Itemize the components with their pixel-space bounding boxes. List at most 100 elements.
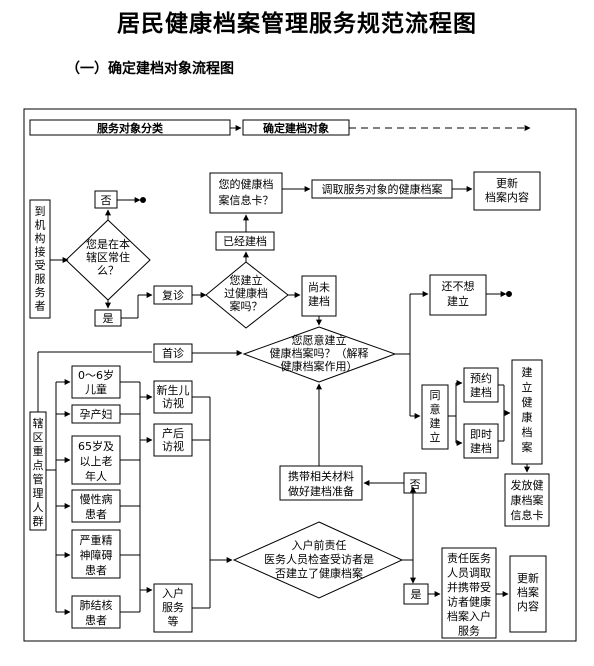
group-mental-label-line-1: 严重精	[80, 533, 113, 547]
group-chronic-label-line-1: 慢性病	[80, 492, 113, 506]
agree-box	[421, 384, 449, 450]
revisit-label: 复诊	[162, 288, 184, 302]
header-determine-label: 确定建档对象	[263, 121, 329, 135]
appoint-label-line-1: 预约	[470, 372, 492, 385]
visit-org-label-line-4: 接	[35, 246, 46, 259]
resident-question-label-line-3: 么？	[97, 264, 119, 277]
retrieve-record-label: 调取服务对象的健康档案	[322, 182, 443, 196]
appoint-label-line-2: 建档	[470, 385, 492, 399]
visit-org-box	[29, 199, 51, 319]
visit-org-label-line-7: 务	[35, 286, 46, 299]
group-pregnant-label: 孕产妇	[80, 407, 113, 421]
retrieve-home-label-line-6: 服务	[458, 625, 480, 638]
group-mental-label-line-3: 患者	[85, 564, 107, 577]
resident-question-label-line-2: 辖区常住	[86, 250, 130, 264]
page-title: 居民健康档案管理服务规范流程图	[117, 10, 477, 37]
willing-question-diamond	[242, 326, 397, 383]
key-group-label-line-7: 人	[33, 501, 44, 514]
postpartum-visit-label-line-1: 产后	[162, 426, 184, 440]
home-question-label-line-2: 医务人员检查受访者是	[264, 552, 374, 566]
key-group-label-line-8: 群	[33, 514, 44, 528]
resident-question-label-line-1: 您是在本	[86, 237, 130, 251]
postpartum-visit-label-line-2: 访视	[162, 439, 184, 453]
already-built-label: 已经建档	[223, 234, 267, 248]
prepare-box	[279, 465, 363, 501]
built-question-label-line-3: 案吗？	[230, 299, 263, 313]
group-chronic-label-line-2: 患者	[85, 508, 107, 521]
retrieve-home-label-line-4: 访者健康	[447, 595, 491, 609]
issue-card-label-line-1: 发放健	[511, 478, 544, 492]
issue-card-box	[504, 473, 550, 527]
home-service-label-line-2: 服务	[162, 601, 184, 614]
home-question-diamond	[232, 521, 404, 599]
group-elderly-label-line-3: 年人	[85, 469, 107, 483]
first-visit-label: 首诊	[162, 346, 184, 360]
key-group-label-line-5: 管	[33, 472, 44, 486]
visit-org-label-line-3: 构	[35, 231, 46, 245]
prepare-label-line-1: 携带相关材料	[288, 469, 354, 483]
retrieve-home-box	[441, 547, 497, 639]
home-question-label-line-3: 否建立了健康档案	[275, 566, 363, 580]
key-group-box	[29, 411, 47, 531]
establish-label-line-2: 立	[522, 380, 533, 394]
visit-org-label-line-1: 到	[35, 205, 46, 218]
already-built-box	[215, 231, 275, 251]
issue-card-label-line-2: 康档案	[511, 493, 544, 507]
key-group-label-line-1: 辖	[33, 416, 44, 430]
visit-org-label-line-2: 机	[35, 218, 46, 232]
group-elderly-label-line-1: 65岁及	[78, 439, 114, 453]
header-classify-label: 服务对象分类	[97, 121, 164, 135]
visit-org-label-line-8: 者	[35, 300, 46, 313]
still-no-box	[429, 274, 487, 316]
update-top-box	[473, 171, 541, 211]
establish-label-line-4: 康	[522, 410, 533, 424]
group-child-label-line-2: 儿童	[85, 382, 107, 396]
card-question-label-line-2: 案信息卡？	[219, 193, 274, 207]
yes-bottom-label: 是	[411, 588, 422, 601]
retrieve-home-label-line-1: 责任医务	[447, 552, 491, 565]
agree-label-line-1: 同	[430, 389, 441, 402]
yes-left-label: 是	[103, 312, 114, 325]
diagram-frame	[23, 108, 577, 642]
willing-question-label-line-3: 健康档案作用）	[281, 359, 358, 373]
willing-question-label-line-2: 健康档案吗？（解释	[270, 346, 369, 360]
retrieve-home-label-line-5: 档案入户	[447, 609, 491, 623]
home-service-label-line-3: 等	[168, 614, 179, 628]
no-mid-label: 否	[410, 478, 421, 491]
section-subtitle: （一）确定建档对象流程图	[66, 61, 234, 77]
home-question-label-line-1: 入户前责任	[292, 538, 347, 552]
card-question-box	[209, 172, 283, 214]
group-mental-box	[71, 529, 121, 579]
prepare-label-line-2: 做好建档准备	[288, 484, 354, 498]
no-top-label: 否	[101, 194, 112, 207]
built-question-diamond	[205, 261, 289, 329]
not-built-label-line-1: 尚未	[308, 280, 330, 294]
group-mental-label-line-2: 神障碍	[80, 548, 113, 562]
establish-label-line-5: 档	[522, 425, 533, 439]
group-tb-label-line-1: 肺结核	[80, 598, 113, 612]
built-question-label-line-2: 过健康档	[224, 286, 268, 300]
establish-label-line-3: 健	[522, 396, 533, 409]
card-question-label-line-1: 您的健康档	[219, 177, 274, 191]
newborn-visit-label-line-2: 访视	[162, 396, 184, 410]
agree-label-line-2: 意	[430, 402, 441, 416]
update-top-label-line-1: 更新	[496, 176, 518, 190]
newborn-visit-label-line-1: 新生儿	[157, 383, 190, 397]
update-bottom-label-line-1: 更新	[517, 571, 539, 585]
key-group-label-line-4: 点	[33, 459, 44, 472]
visit-org-label-line-5: 受	[35, 259, 46, 272]
immediate-label-line-1: 即时	[470, 428, 492, 441]
key-group-label-line-2: 区	[33, 431, 44, 444]
group-child-label-line-1: 0～6岁	[78, 368, 114, 382]
visit-org-label-line-6: 服	[35, 273, 46, 286]
retrieve-home-label-line-2: 人员调取	[447, 567, 491, 580]
still-no-label-line-2: 建立	[447, 294, 469, 308]
group-elderly-label-line-2: 以上老	[80, 455, 113, 468]
key-group-label-line-3: 重	[33, 444, 44, 458]
immediate-label-line-2: 建档	[470, 441, 492, 455]
issue-card-label-line-3: 信息卡	[511, 508, 544, 522]
establish-label-line-6: 案	[522, 440, 533, 454]
built-question-label-line-1: 您建立	[230, 273, 263, 287]
home-service-label-line-1: 入户	[162, 586, 184, 600]
